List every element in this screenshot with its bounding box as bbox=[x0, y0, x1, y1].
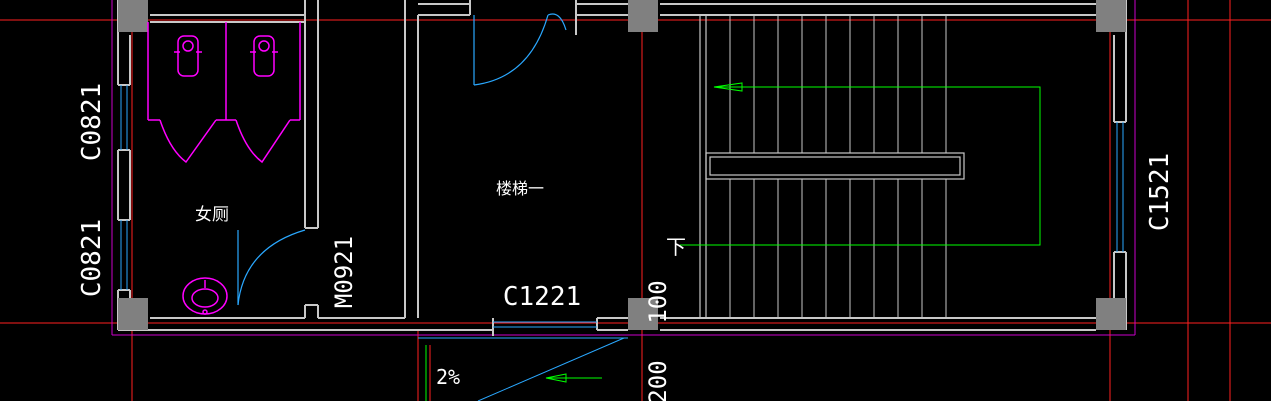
walls bbox=[117, 0, 1127, 336]
toilet-stalls bbox=[147, 22, 301, 164]
dimension-label-200: 200 bbox=[644, 360, 672, 401]
washbasin-icon bbox=[182, 277, 228, 315]
doors bbox=[237, 13, 567, 306]
slope-lines bbox=[418, 337, 628, 401]
window-label-left-top: C0821 bbox=[77, 83, 107, 161]
squat-toilet-icon bbox=[250, 35, 278, 77]
stair-outline bbox=[699, 15, 965, 318]
window-label-right: C1521 bbox=[1145, 153, 1175, 231]
columns bbox=[118, 0, 1126, 330]
stair-down-marker: 下 bbox=[666, 235, 686, 259]
dimension-label-100: 100 bbox=[644, 280, 672, 323]
stair-steps bbox=[729, 15, 947, 318]
room-label-womens-toilet: 女厕 bbox=[195, 205, 229, 225]
outer-outline bbox=[111, 0, 1136, 336]
slope-label: 2% bbox=[436, 365, 460, 389]
door-code-label: M0921 bbox=[330, 236, 358, 308]
window-label-bottom: C1221 bbox=[503, 282, 581, 312]
window-label-left-bottom: C0821 bbox=[77, 219, 107, 297]
direction-arrow-icon bbox=[545, 82, 1041, 383]
squat-toilet-icon bbox=[174, 35, 202, 77]
room-label-stair: 楼梯一 bbox=[496, 179, 544, 198]
windows bbox=[120, 85, 1124, 328]
